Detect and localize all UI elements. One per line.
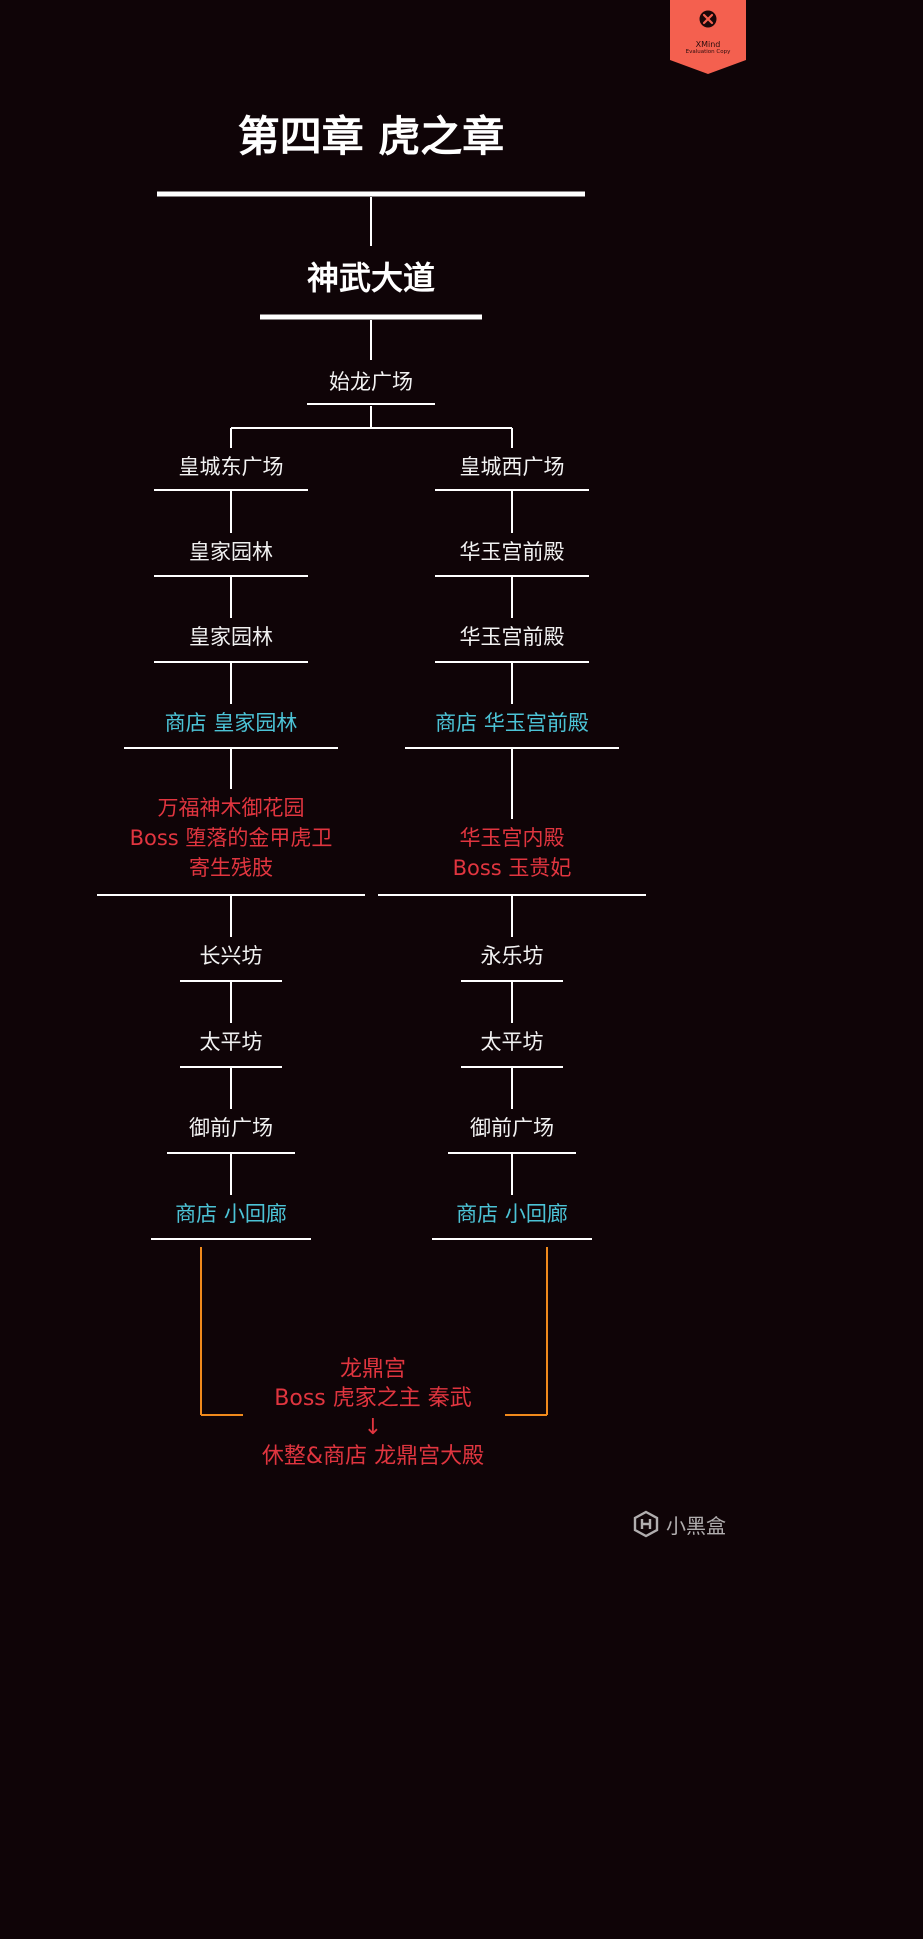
right-node-2[interactable]: 华玉宫前殿 <box>460 537 565 567</box>
left-node-4[interactable]: 商店 皇家园林 <box>165 708 298 738</box>
node-label: 皇家园林 <box>189 625 273 649</box>
chapter-title[interactable]: 第四章 虎之章 <box>237 112 505 161</box>
root-node[interactable]: 始龙广场 <box>329 370 413 394</box>
node-label: 商店 小回廊 <box>175 1202 287 1226</box>
final-node-line: 龙鼎宫 <box>339 1357 406 1382</box>
right-node-5[interactable]: 华玉宫内殿 Boss 玉贵妃 <box>453 823 572 883</box>
left-node-3[interactable]: 皇家园林 <box>189 622 273 652</box>
node-label: 长兴坊 <box>199 944 263 968</box>
final-boss-node[interactable]: 龙鼎宫 Boss 虎家之主 秦武 ↓ 休整&商店 龙鼎宫大殿 <box>262 1355 484 1471</box>
watermark-text: 小黑盒 <box>666 1513 726 1538</box>
node-label: 御前广场 <box>189 1116 273 1140</box>
left-node-2[interactable]: 皇家园林 <box>189 537 273 567</box>
right-node-4[interactable]: 商店 华玉宫前殿 <box>435 708 589 738</box>
right-node-8[interactable]: 御前广场 <box>470 1113 554 1143</box>
left-node-9[interactable]: 商店 小回廊 <box>175 1199 287 1229</box>
node-label: 皇城西广场 <box>459 455 565 479</box>
badge-ribbon <box>670 0 746 74</box>
left-node-7[interactable]: 太平坊 <box>200 1027 263 1057</box>
badge-brand: XMind <box>695 40 721 49</box>
right-node-1[interactable]: 皇城西广场 <box>460 452 565 482</box>
xmind-evaluation-badge: XMind Evaluation Copy <box>670 0 746 74</box>
node-label: Boss 堕落的金甲虎卫 <box>129 826 333 850</box>
final-node-arrow: ↓ <box>363 1415 383 1440</box>
left-node-5[interactable]: 万福神木御花园 Boss 堕落的金甲虎卫寄生残肢 <box>130 793 333 883</box>
left-node-6[interactable]: 长兴坊 <box>200 941 263 971</box>
route-title[interactable]: 神武大道 <box>306 259 436 297</box>
node-label: 华玉宫前殿 <box>459 625 565 649</box>
node-label: 商店 皇家园林 <box>164 711 298 735</box>
right-node-7[interactable]: 太平坊 <box>481 1027 544 1057</box>
node-label: 永乐坊 <box>480 944 544 968</box>
node-label: 华玉宫内殿 <box>459 826 565 850</box>
right-node-9[interactable]: 商店 小回廊 <box>456 1199 568 1229</box>
right-node-6[interactable]: 永乐坊 <box>481 941 544 971</box>
mind-map-canvas: 第四章 虎之章 神武大道 始龙广场 皇城东广场皇家园林皇家园林商店 皇家园林万福… <box>97 0 746 1540</box>
node-label: 太平坊 <box>480 1030 544 1054</box>
connector-layer <box>97 191 646 1416</box>
node-label: 寄生残肢 <box>189 856 273 880</box>
node-label: 御前广场 <box>470 1116 554 1140</box>
badge-subtitle: Evaluation Copy <box>685 49 731 55</box>
left-node-8[interactable]: 御前广场 <box>189 1113 273 1143</box>
watermark: 小黑盒 <box>632 1508 726 1540</box>
node-label: 商店 华玉宫前殿 <box>435 711 589 735</box>
node-label: 万福神木御花园 <box>157 796 305 820</box>
final-node-line: Boss 虎家之主 秦武 <box>274 1386 472 1411</box>
node-label: 皇家园林 <box>189 540 273 564</box>
node-label: 华玉宫前殿 <box>459 540 565 564</box>
xiaoheihe-logo-icon <box>633 1510 659 1538</box>
node-label: 皇城东广场 <box>178 455 284 479</box>
left-node-1[interactable]: 皇城东广场 <box>179 452 284 482</box>
right-node-3[interactable]: 华玉宫前殿 <box>460 622 565 652</box>
node-label: 商店 小回廊 <box>456 1202 568 1226</box>
node-label: 太平坊 <box>199 1030 263 1054</box>
final-node-line: 休整&商店 龙鼎宫大殿 <box>261 1444 485 1469</box>
node-label: Boss 玉贵妃 <box>452 856 572 880</box>
